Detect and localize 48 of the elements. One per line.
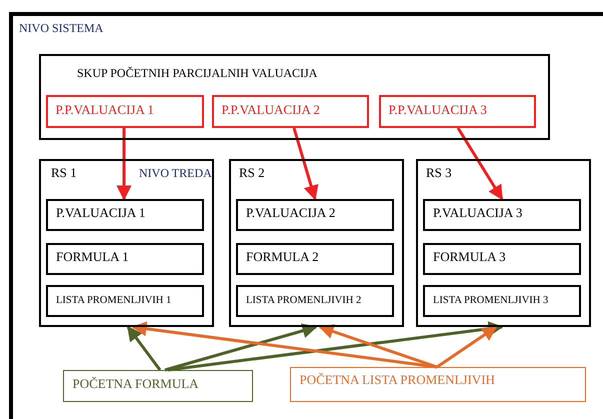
item-box [46, 285, 204, 317]
item-box [236, 199, 394, 231]
node-label: P.VALUACIJA 1 [56, 205, 146, 220]
item-box [379, 95, 536, 128]
node-label: NIVO SISTEMA [19, 21, 104, 36]
item-box [423, 199, 581, 231]
node-label: LISTA PROMENLJIVIH 2 [246, 294, 362, 308]
arrow [116, 128, 132, 200]
level-label: NIVO TREDA [139, 166, 212, 181]
node-label: RS 2 [239, 165, 265, 180]
arrow [126, 326, 162, 371]
arrow [168, 321, 504, 372]
node-label: LISTA PROMENLJIVIH 1 [56, 294, 172, 308]
node-label: P.VALUACIJA 2 [246, 205, 336, 220]
arrow [436, 326, 498, 368]
item-box [46, 199, 204, 231]
process-box [229, 159, 404, 327]
node-label: P.P.VALUACIJA 2 [222, 102, 320, 116]
node-label: FORMULA 2 [246, 249, 319, 264]
node-label: P.P.VALUACIJA 3 [388, 102, 487, 116]
node-label: P.P.VALUACIJA 1 [56, 102, 154, 116]
node-label: POČETNA FORMULA [72, 376, 199, 390]
arrow [132, 321, 438, 368]
node-label: POČETNA LISTA PROMENLJIVIH [300, 372, 495, 386]
item-box [46, 243, 204, 275]
item-box [423, 243, 581, 275]
node-label: FORMULA 3 [433, 249, 506, 264]
node-label: LISTA PROMENLJIVIH 3 [433, 294, 548, 308]
item-box [212, 95, 369, 128]
arrow [318, 324, 438, 368]
arrow [456, 127, 504, 200]
item-box [236, 285, 394, 317]
process-box [39, 159, 214, 327]
item-box [236, 243, 394, 275]
arrow [292, 128, 318, 200]
process-box [290, 367, 586, 402]
node-label: P.VALUACIJA 3 [433, 205, 522, 220]
item-box [423, 285, 581, 317]
node-label: FORMULA 1 [56, 249, 129, 264]
process-box [63, 370, 253, 402]
process-box [416, 159, 591, 327]
arrow [164, 323, 318, 372]
node-label: RS 1 [51, 165, 77, 180]
item-box [46, 95, 204, 128]
node-label: SKUP POČETNIH PARCIJALNIH VALUACIJA [77, 66, 318, 81]
group-box [39, 54, 550, 140]
node-label: RS 3 [426, 165, 452, 180]
system-frame [9, 12, 603, 419]
